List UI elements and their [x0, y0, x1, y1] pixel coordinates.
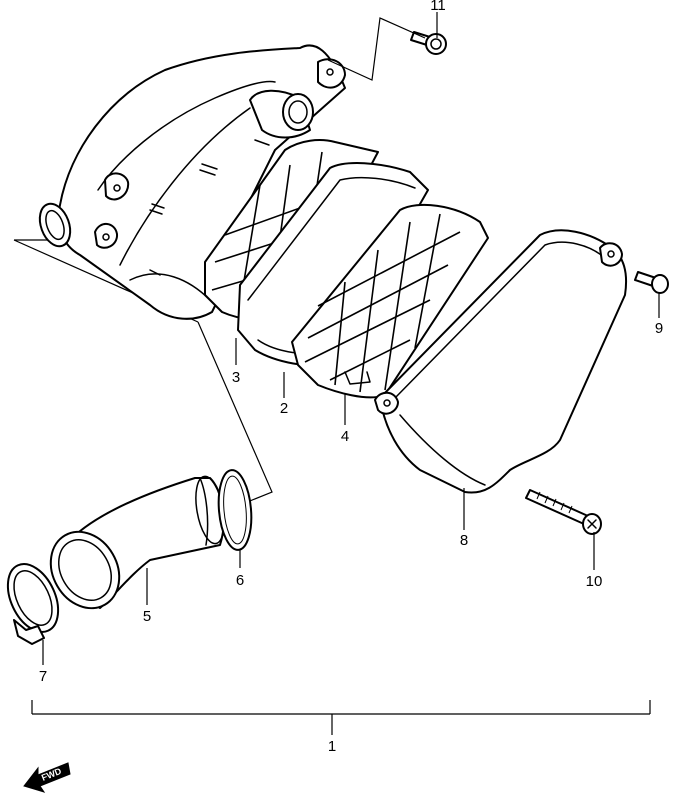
callout-10: 10 — [586, 573, 603, 590]
gasket-ring — [217, 469, 253, 551]
callout-2: 2 — [280, 400, 288, 417]
screw-9 — [634, 271, 669, 294]
callout-8: 8 — [460, 532, 468, 549]
callout-11: 11 — [430, 0, 446, 14]
callout-3: 3 — [232, 369, 240, 386]
air-cleaner-cover — [374, 229, 628, 494]
bolt-11 — [410, 31, 447, 55]
callout-5: 5 — [143, 608, 151, 625]
hose-clamp — [6, 563, 60, 645]
assembly-bracket — [31, 700, 651, 735]
intake-duct — [49, 475, 225, 610]
callout-6: 6 — [236, 572, 244, 589]
callout-9: 9 — [655, 320, 663, 337]
element-outer-frame — [291, 203, 489, 399]
air-cleaner-case — [38, 44, 346, 320]
fwd-arrow-icon: FWD — [23, 762, 71, 793]
bolt-10 — [525, 489, 602, 535]
callout-7: 7 — [39, 668, 47, 685]
callout-4: 4 — [341, 428, 349, 445]
leader-lines — [42, 12, 660, 665]
callout-1: 1 — [328, 738, 336, 755]
